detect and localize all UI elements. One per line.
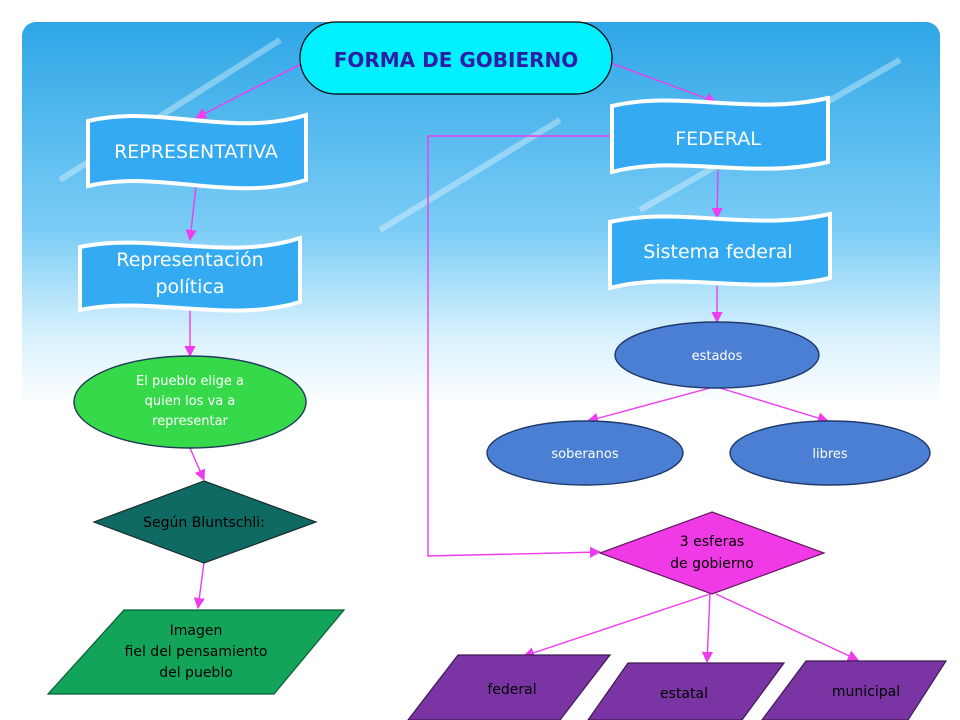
connector-representativa-representacion bbox=[185, 185, 197, 242]
pueblo-elige-node: El pueblo elige a quien los va a represe… bbox=[73, 355, 307, 449]
soberanos-label: soberanos bbox=[551, 447, 618, 462]
representacion-line-1: Representación bbox=[116, 249, 263, 271]
segun-label: Según Bluntschli: bbox=[143, 515, 265, 531]
imagen-line-3: del pueblo bbox=[159, 665, 233, 681]
estatal-node: estatal bbox=[587, 662, 786, 720]
estados-node: estados bbox=[614, 321, 820, 389]
connector-pueblo-segun bbox=[189, 447, 206, 482]
title-text: FORMA DE GOBIERNO bbox=[334, 48, 579, 72]
municipal-node: municipal bbox=[761, 660, 948, 720]
connector-title-federal bbox=[607, 61, 718, 104]
connector-federal-sistema bbox=[711, 169, 723, 220]
libres-label: libres bbox=[812, 447, 848, 462]
connector-esferas-municipal bbox=[715, 593, 860, 661]
federal-banner-label: FEDERAL bbox=[675, 128, 761, 150]
connector-federal-esferas bbox=[427, 135, 612, 558]
federal-banner: FEDERAL bbox=[610, 95, 830, 175]
tres-esferas-node: 3 esferas de gobierno bbox=[598, 511, 826, 595]
connector-estados-libres bbox=[719, 387, 830, 424]
pueblo-line-1: El pueblo elige a bbox=[136, 374, 244, 389]
sistema-federal-banner: Sistema federal bbox=[608, 211, 832, 291]
imagen-line-1: Imagen bbox=[170, 623, 223, 639]
municipal-label: municipal bbox=[832, 684, 900, 700]
representacion-line-2: política bbox=[155, 276, 224, 298]
connector-esferas-federal bbox=[522, 593, 711, 659]
title-node: FORMA DE GOBIERNO bbox=[299, 21, 613, 95]
representacion-banner: Representación política bbox=[78, 235, 302, 313]
federal-label: federal bbox=[487, 682, 536, 698]
soberanos-node: soberanos bbox=[486, 420, 684, 486]
estados-label: estados bbox=[692, 349, 743, 364]
tres-esferas-line-2: de gobierno bbox=[670, 556, 754, 572]
connector-estados-soberanos bbox=[586, 387, 711, 424]
connector-title-representativa bbox=[195, 61, 306, 119]
federal-node: federal bbox=[407, 654, 612, 720]
libres-node: libres bbox=[729, 420, 931, 486]
pueblo-line-3: representar bbox=[152, 414, 228, 429]
imagen-line-2: fiel del pensamiento bbox=[125, 644, 268, 660]
connector-segun-imagen bbox=[193, 561, 205, 610]
estatal-label: estatal bbox=[660, 686, 708, 702]
representativa-banner: REPRESENTATIVA bbox=[86, 112, 308, 191]
representativa-label: REPRESENTATIVA bbox=[114, 141, 278, 163]
connectors bbox=[184, 61, 860, 664]
tres-esferas-line-1: 3 esferas bbox=[680, 534, 744, 550]
connector-esferas-estatal bbox=[701, 593, 714, 664]
segun-node: Según Bluntschli: bbox=[92, 480, 318, 564]
pueblo-line-2: quien los va a bbox=[145, 394, 236, 409]
sistema-federal-label: Sistema federal bbox=[643, 241, 792, 263]
imagen-node: Imagen fiel del pensamiento del pueblo bbox=[46, 609, 346, 695]
